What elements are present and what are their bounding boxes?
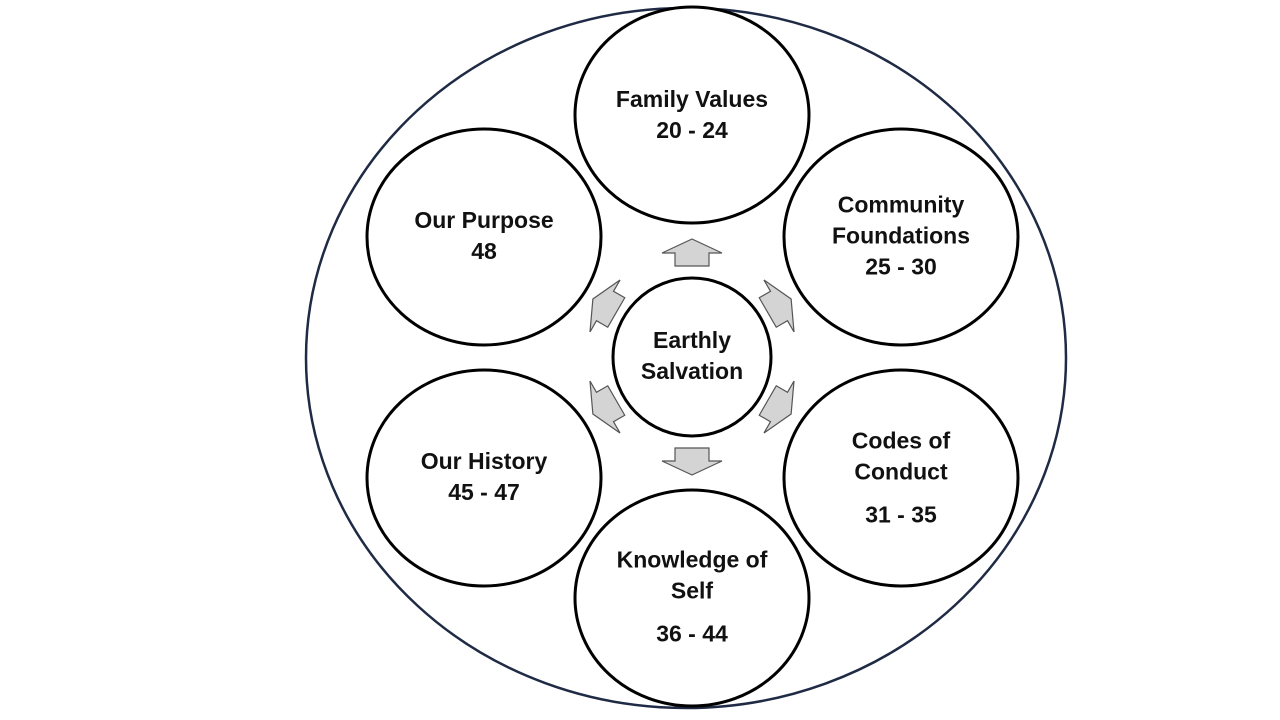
node-family-values-range: 20 - 24 <box>656 117 728 143</box>
node-codes-of-conduct-label: Codes of Conduct 31 - 35 <box>852 426 950 531</box>
node-our-purpose-range: 48 <box>471 238 497 264</box>
block-arrow-icon <box>661 238 723 267</box>
node-center-circle <box>611 276 773 438</box>
node-center-title-2: Salvation <box>640 358 744 384</box>
node-community-foundations-range: 25 - 30 <box>865 253 937 280</box>
node-our-purpose-circle <box>365 127 603 347</box>
node-knowledge-of-self-range: 36 - 44 <box>656 620 728 647</box>
block-arrow-icon <box>661 447 723 476</box>
node-our-history-range: 45 - 47 <box>448 479 520 505</box>
node-codes-of-conduct-range: 31 - 35 <box>865 501 937 528</box>
node-community-foundations-title-1: Community <box>837 191 965 218</box>
block-arrow-icon <box>758 279 795 333</box>
block-arrow-icon <box>589 380 626 434</box>
node-community-foundations-label: Community Foundations 25 - 30 <box>832 190 970 283</box>
node-family-values-circle <box>573 5 811 225</box>
node-codes-of-conduct-circle <box>782 368 1020 588</box>
node-knowledge-of-self-title-1: Knowledge of <box>616 546 768 573</box>
block-arrow-icon <box>589 279 626 333</box>
node-codes-of-conduct-title-2: Conduct <box>854 458 948 485</box>
node-family-values-label: Family Values 20 - 24 <box>616 84 768 146</box>
block-arrow-icon <box>758 380 795 434</box>
node-our-history-label: Our History 45 - 47 <box>421 446 548 508</box>
node-knowledge-of-self-circle <box>573 488 811 708</box>
node-family-values-title: Family Values <box>615 86 769 112</box>
node-codes-of-conduct-title-1: Codes of <box>851 427 951 454</box>
node-center-label: Earthly Salvation <box>641 325 743 387</box>
node-our-purpose-label: Our Purpose 48 <box>414 205 553 267</box>
node-center-title-1: Earthly <box>653 327 731 353</box>
node-knowledge-of-self-title-2: Self <box>670 577 714 604</box>
node-our-history-title: Our History <box>420 448 548 474</box>
node-community-foundations-title-2: Foundations <box>832 222 970 249</box>
node-our-purpose-title: Our Purpose <box>414 207 554 233</box>
node-knowledge-of-self-label: Knowledge of Self 36 - 44 <box>617 545 768 650</box>
node-our-history-circle <box>365 368 603 588</box>
node-community-foundations-circle <box>782 127 1020 347</box>
